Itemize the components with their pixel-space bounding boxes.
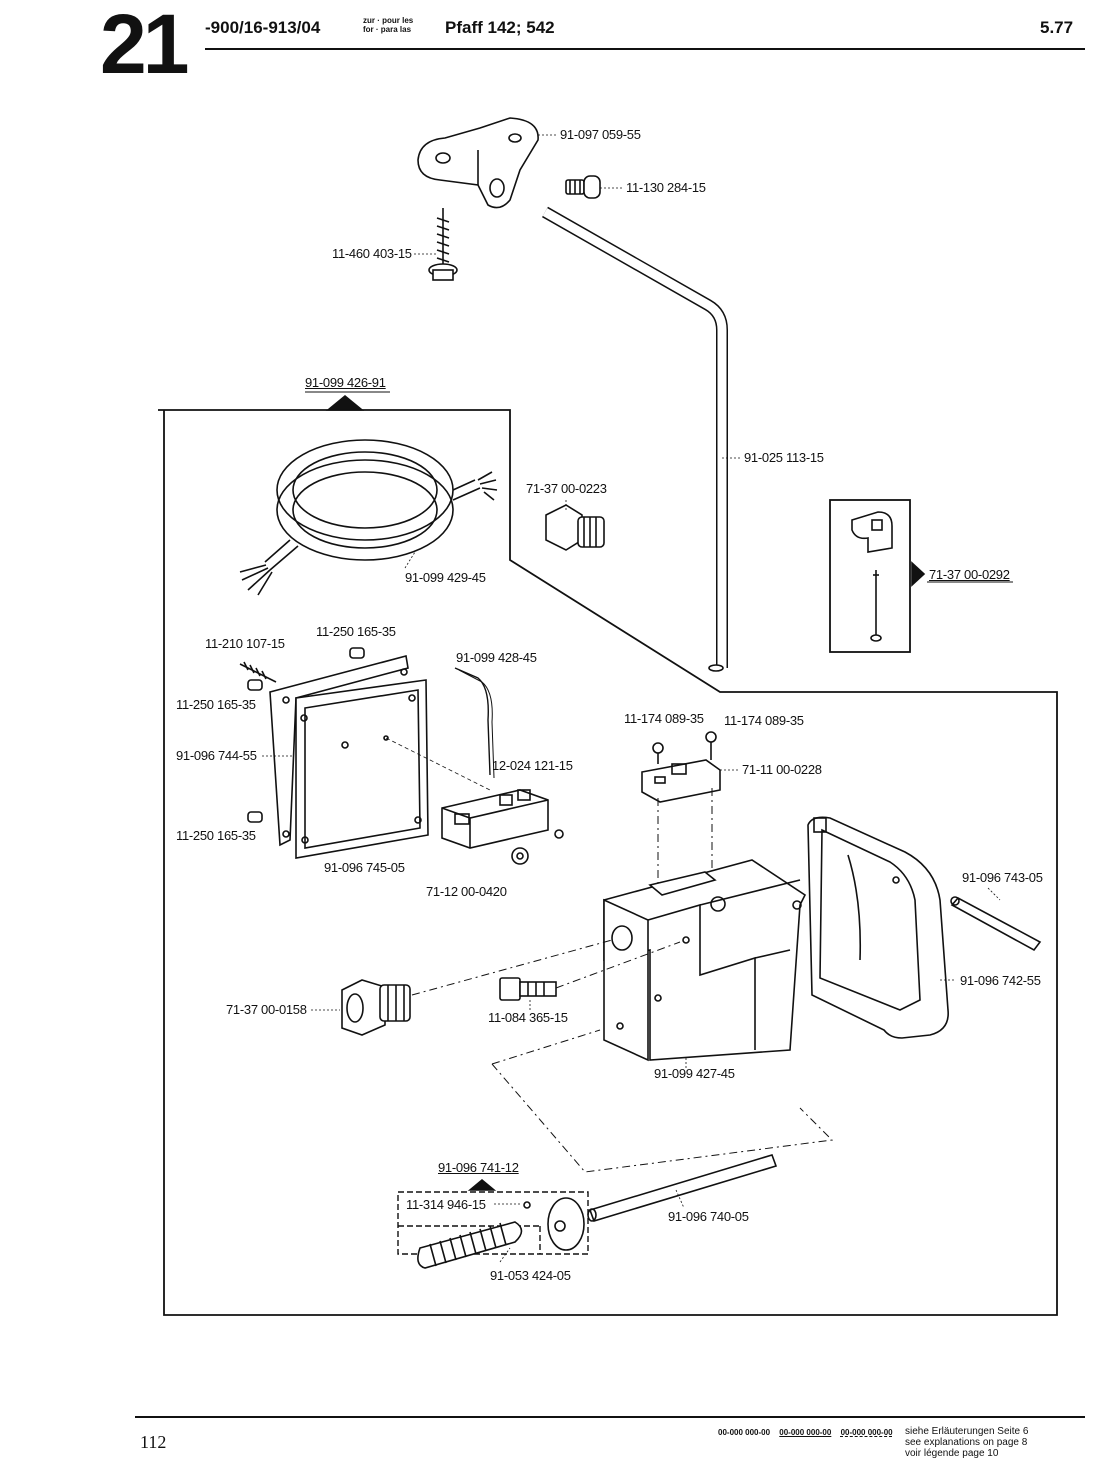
part-label: 11-250 165-35 <box>176 828 256 843</box>
note-en: see explanations on page 8 <box>905 1437 1028 1448</box>
spring-washer-part <box>417 1197 585 1269</box>
cover-plate-part <box>269 655 429 859</box>
part-label: 71-12 00-0420 <box>426 884 507 899</box>
footer-rule <box>135 1416 1085 1418</box>
note-de: siehe Erläuterungen Seite 6 <box>905 1426 1029 1437</box>
part-label: 91-025 113-15 <box>744 450 824 465</box>
cable-coil-part <box>239 439 498 596</box>
part-label: 11-460 403-15 <box>332 246 412 261</box>
group-label: 91-096 741-12 <box>438 1160 519 1175</box>
edition-date: 5.77 <box>1040 18 1074 37</box>
part-label: 91-096 744-55 <box>176 748 257 763</box>
wood-screw-part <box>428 208 458 281</box>
part-label: 71-11 00-0228 <box>742 762 822 777</box>
part-label: 12-024 121-15 <box>492 758 573 773</box>
assembly-frame <box>158 409 1058 1316</box>
part-label: 11-130 284-15 <box>626 180 706 195</box>
part-label: 11-250 165-35 <box>176 697 256 712</box>
toggle-switch-part <box>641 731 721 803</box>
zur-line-2: for · para las <box>363 25 412 34</box>
zur-line-1: zur · pour les <box>363 16 414 25</box>
legend-note: siehe Erläuterungen Seite 6 see explanat… <box>905 1426 1028 1459</box>
legend-codes: 00-000 000-00 00-000 000-00 00-000 000-0… <box>718 1428 900 1437</box>
group-marker-main <box>325 394 365 411</box>
model-code: -900/16-913/04 <box>205 18 321 37</box>
page-number: 112 <box>140 1432 167 1452</box>
small-screw-part <box>565 175 601 199</box>
spring-group-box <box>397 1191 589 1255</box>
part-label: 91-097 059-55 <box>560 127 641 142</box>
part-label: 11-250 165-35 <box>316 624 396 639</box>
part-label: 71-37 00-0223 <box>526 481 607 496</box>
part-label: 11-084 365-15 <box>488 1010 568 1025</box>
part-label: 91-096 740-05 <box>668 1209 749 1224</box>
legend-code: 00-000 000-00 <box>779 1428 832 1437</box>
group-label: 91-099 426-91 <box>305 375 386 390</box>
part-label: 91-096 745-05 <box>324 860 405 875</box>
clip-inset-box <box>829 499 926 653</box>
part-label: 11-174 089-35 <box>624 711 704 726</box>
bracket-part <box>417 117 539 209</box>
group-label: 71-37 00-0292 <box>929 567 1010 582</box>
part-label: 71-37 00-0158 <box>226 1002 307 1017</box>
micro-switch-part <box>441 789 564 865</box>
part-label: 11-210 107-15 <box>205 636 285 651</box>
part-label: 91-099 428-45 <box>456 650 537 665</box>
part-label: 91-099 429-45 <box>405 570 486 585</box>
cable-gland-part <box>545 504 605 551</box>
part-label: 91-096 743-05 <box>962 870 1043 885</box>
switch-wire-part <box>454 667 491 776</box>
switch-housing-part <box>603 859 807 1062</box>
legend-code: 00-000 000-00 <box>718 1428 771 1437</box>
part-label: 91-096 742-55 <box>960 973 1041 988</box>
guide-pin-part <box>950 896 1042 952</box>
header-rule <box>205 48 1085 50</box>
group-marker-spring <box>467 1178 497 1191</box>
zur-label: zur · pour les for · para las <box>363 16 413 34</box>
part-label: 91-053 424-05 <box>490 1268 571 1283</box>
bent-rod-part <box>542 206 728 672</box>
legend-code: 00-000 000-00 <box>840 1428 893 1437</box>
machine-model: Pfaff 142; 542 <box>445 18 555 37</box>
section-number: 21 <box>100 0 189 91</box>
part-label: 11-314 946-15 <box>406 1197 486 1212</box>
hex-bolt-part <box>499 977 557 1001</box>
part-label: 11-174 089-35 <box>724 713 804 728</box>
housing-cover-part <box>807 816 949 1039</box>
note-fr: voir légende page 10 <box>905 1448 999 1459</box>
cable-gland-lower-part <box>341 979 411 1036</box>
plate-screws <box>239 647 365 823</box>
part-label: 91-099 427-45 <box>654 1066 735 1081</box>
